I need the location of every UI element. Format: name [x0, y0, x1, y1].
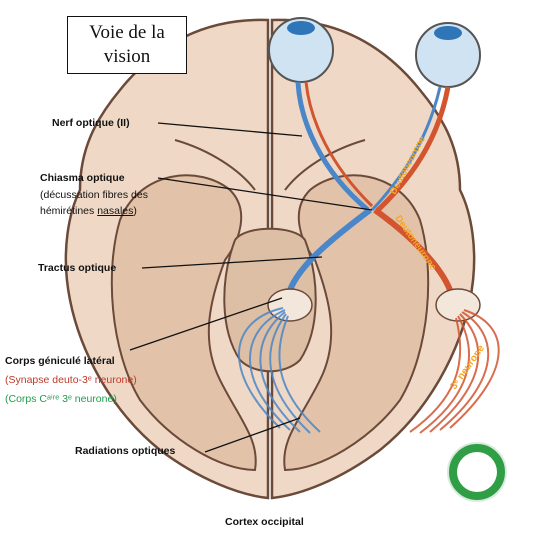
chiasma-note-2-c: )	[133, 205, 137, 217]
optic-tract-right	[373, 207, 453, 292]
label-corps-c: (Corps Cᵃⁱʳᵉ 3ᵉ neurone)	[5, 393, 117, 405]
title-line-1: Voie de la	[89, 22, 165, 43]
label-chiasma-note-1: (décussation fibres des	[40, 189, 148, 201]
optic-radiations-right	[409, 309, 500, 434]
optic-nerve-left-red	[304, 81, 374, 208]
right-eye-cornea	[434, 26, 462, 40]
leader-chiasma	[157, 177, 373, 211]
leader-nerf-optique	[157, 122, 303, 137]
logo-badge	[447, 442, 507, 502]
leader-tractus	[141, 256, 323, 269]
label-chiasma-optique: Chiasma optique	[40, 172, 125, 184]
title-line-2: vision	[103, 46, 151, 67]
frontal-fold-right	[284, 139, 366, 191]
chiasma-note-2-b: nasales	[97, 205, 134, 217]
optic-nerve-left-blue	[295, 81, 370, 212]
temporal-lobe-left	[110, 174, 257, 472]
label-radiations-optiques: Radiations optiques	[75, 445, 176, 457]
label-corps-genicule: Corps géniculé latéral	[5, 355, 115, 367]
label-chiasma-note-2: hémirétines nasales)	[40, 205, 137, 218]
optic-nerve-right-red	[376, 86, 451, 212]
lgn-right	[435, 288, 481, 322]
optic-radiations-left	[238, 307, 321, 434]
label-nerf-optique: Nerf optique (II)	[52, 117, 130, 129]
left-eye	[268, 17, 334, 83]
label-cortex-occipital: Cortex occipital	[225, 516, 304, 528]
chiasma-note-2-a: hémirétines	[40, 205, 98, 217]
label-synapse: (Synapse deuto-3ᵉ neurone)	[5, 374, 137, 386]
logo-badge-inner	[457, 452, 497, 492]
frontal-fold-left	[174, 139, 256, 191]
optic-nerve-right-blue	[370, 86, 442, 212]
left-eye-cornea	[287, 21, 315, 35]
leader-radiations	[204, 417, 301, 453]
label-tractus-optique: Tractus optique	[38, 262, 117, 274]
leader-corps-geniculé	[129, 297, 283, 351]
diagram-title-box: Voie de la vision	[67, 16, 187, 74]
optic-tract-left	[287, 207, 372, 292]
